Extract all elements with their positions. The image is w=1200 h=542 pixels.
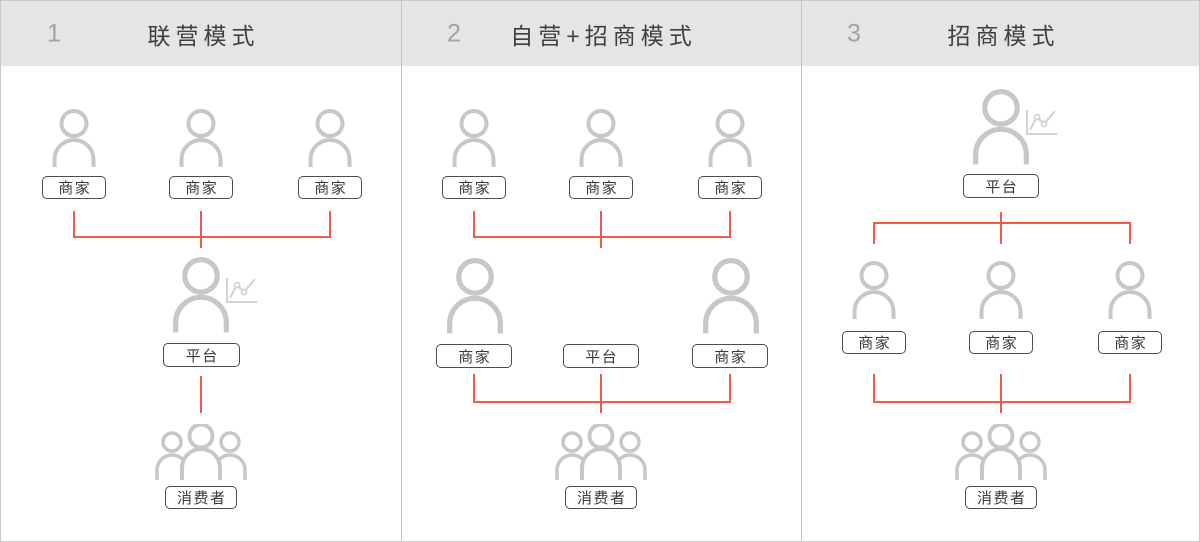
merchant-person-large-icon: [442, 258, 508, 336]
connector-merchants-to-middle: [473, 211, 731, 248]
connector-line: [1000, 374, 1002, 413]
connector-line: [873, 401, 1131, 403]
consumer-label: 消费者: [565, 486, 637, 509]
platform-label: 平台: [163, 343, 240, 367]
connector-line: [873, 222, 1131, 224]
platform-label: 平台: [963, 174, 1039, 198]
connector-platform-to-consumers: [200, 376, 202, 413]
panel-body: 商家 商家 商家 平台 消费者: [1, 66, 401, 541]
panel-title: 自营+招商模式: [510, 22, 697, 49]
merchant-person-icon: [577, 109, 625, 169]
merchant-label: 商家: [698, 176, 762, 199]
consumers-group-icon: [153, 424, 249, 481]
panel-body: 平台 商家 商家 商家 消费者: [801, 66, 1199, 541]
merchant-label: 商家: [1098, 331, 1162, 354]
merchant-label: 商家: [969, 331, 1033, 354]
merchant-person-icon: [1106, 261, 1154, 321]
panel-number: 3: [847, 19, 861, 47]
panel-self-operated-plus-merchant: 2 自营+招商模式 商家 商家 商家 商家 平台 商家: [401, 1, 801, 541]
consumer-label: 消费者: [165, 486, 237, 509]
connector-line: [729, 374, 731, 403]
merchant-label: 商家: [169, 176, 233, 199]
merchant-person-icon: [977, 261, 1025, 321]
panel-number: 1: [47, 19, 61, 47]
connector-line: [873, 222, 875, 244]
merchant-person-icon: [450, 109, 498, 169]
consumers-group-icon: [553, 424, 649, 481]
merchant-label: 商家: [298, 176, 362, 199]
connector-line: [473, 401, 731, 403]
platform-label: 平台: [563, 344, 639, 368]
panel-joint-operation: 1 联营模式 商家 商家 商家 平台 消费者: [1, 1, 401, 541]
merchant-person-icon: [306, 109, 354, 169]
merchant-label: 商家: [436, 344, 512, 368]
panel-divider: [401, 1, 402, 541]
connector-line: [329, 211, 331, 238]
connector-line: [73, 236, 331, 238]
connector-line: [600, 211, 602, 248]
connector-merchants-to-platform: [73, 211, 331, 248]
connector-line: [1129, 222, 1131, 244]
panel-title: 招商模式: [947, 22, 1060, 49]
consumer-label: 消费者: [965, 486, 1037, 509]
panel-header: 2 自营+招商模式: [401, 1, 801, 66]
merchant-label: 商家: [692, 344, 768, 368]
platform-person-icon: [168, 257, 234, 335]
chart-icon: [225, 275, 259, 305]
merchant-label: 商家: [42, 176, 106, 199]
connector-line: [873, 374, 875, 403]
merchant-label: 商家: [442, 176, 506, 199]
connector-merchants-to-consumers: [873, 374, 1131, 413]
person-icon: [698, 258, 764, 336]
merchant-person-icon: [50, 109, 98, 169]
panel-header: 1 联营模式: [1, 1, 401, 66]
merchant-person-large-icon: [698, 258, 764, 336]
connector-line: [1129, 374, 1131, 403]
connector-line: [473, 211, 475, 238]
panel-number: 2: [447, 19, 461, 47]
connector-middle-to-consumers: [473, 374, 731, 413]
panel-merchant-recruitment: 3 招商模式 平台 商家 商家 商家: [801, 1, 1199, 541]
connector-platform-to-merchants: [873, 212, 1131, 244]
consumers-group-icon: [953, 424, 1049, 481]
connector-line: [473, 374, 475, 403]
merchant-person-icon: [850, 261, 898, 321]
connector-line: [729, 211, 731, 238]
merchant-person-icon: [706, 109, 754, 169]
person-icon: [442, 258, 508, 336]
connector-line: [200, 211, 202, 248]
panel-title: 联营模式: [147, 22, 260, 49]
connector-line: [1000, 212, 1002, 244]
panel-body: 商家 商家 商家 商家 平台 商家: [401, 66, 801, 541]
chart-icon: [1025, 107, 1059, 137]
merchant-person-icon: [177, 109, 225, 169]
merchant-label: 商家: [842, 331, 906, 354]
panel-divider: [801, 1, 802, 541]
platform-person-icon: [968, 89, 1034, 167]
connector-line: [600, 374, 602, 413]
merchant-label: 商家: [569, 176, 633, 199]
panel-header: 3 招商模式: [801, 1, 1199, 66]
connector-line: [473, 236, 731, 238]
connector-line: [73, 211, 75, 238]
